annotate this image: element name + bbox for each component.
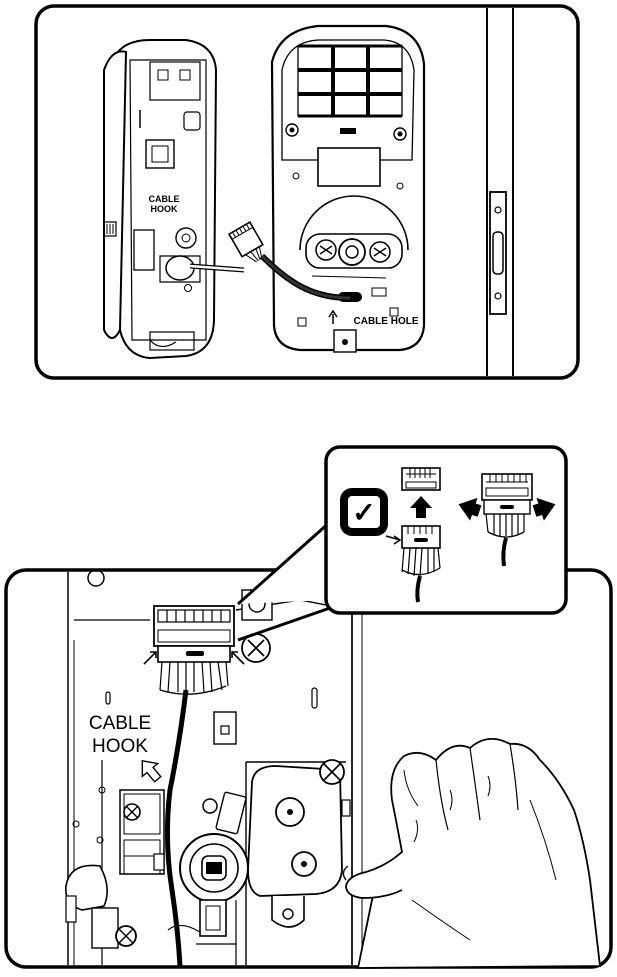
top-cable-hook-line2: HOOK — [151, 204, 179, 214]
bottom-cable-hook-line2: HOOK — [92, 736, 148, 757]
display-window — [318, 148, 380, 186]
keypad-grid — [298, 46, 402, 116]
socket-connector — [402, 468, 440, 490]
check-symbol: ✓ — [352, 497, 375, 528]
bottom-panel: CABLE HOOK — [6, 570, 611, 968]
top-panel: CABLE HOOK — [36, 6, 578, 378]
cable-hole-label: CABLE HOLE — [354, 316, 419, 327]
exterior-lock-housing: CABLE HOLE — [272, 26, 424, 352]
motor-block — [248, 766, 342, 896]
bottom-cable-hook-line1: CABLE — [89, 713, 151, 734]
top-cable-hook-line1: CABLE — [149, 194, 180, 204]
